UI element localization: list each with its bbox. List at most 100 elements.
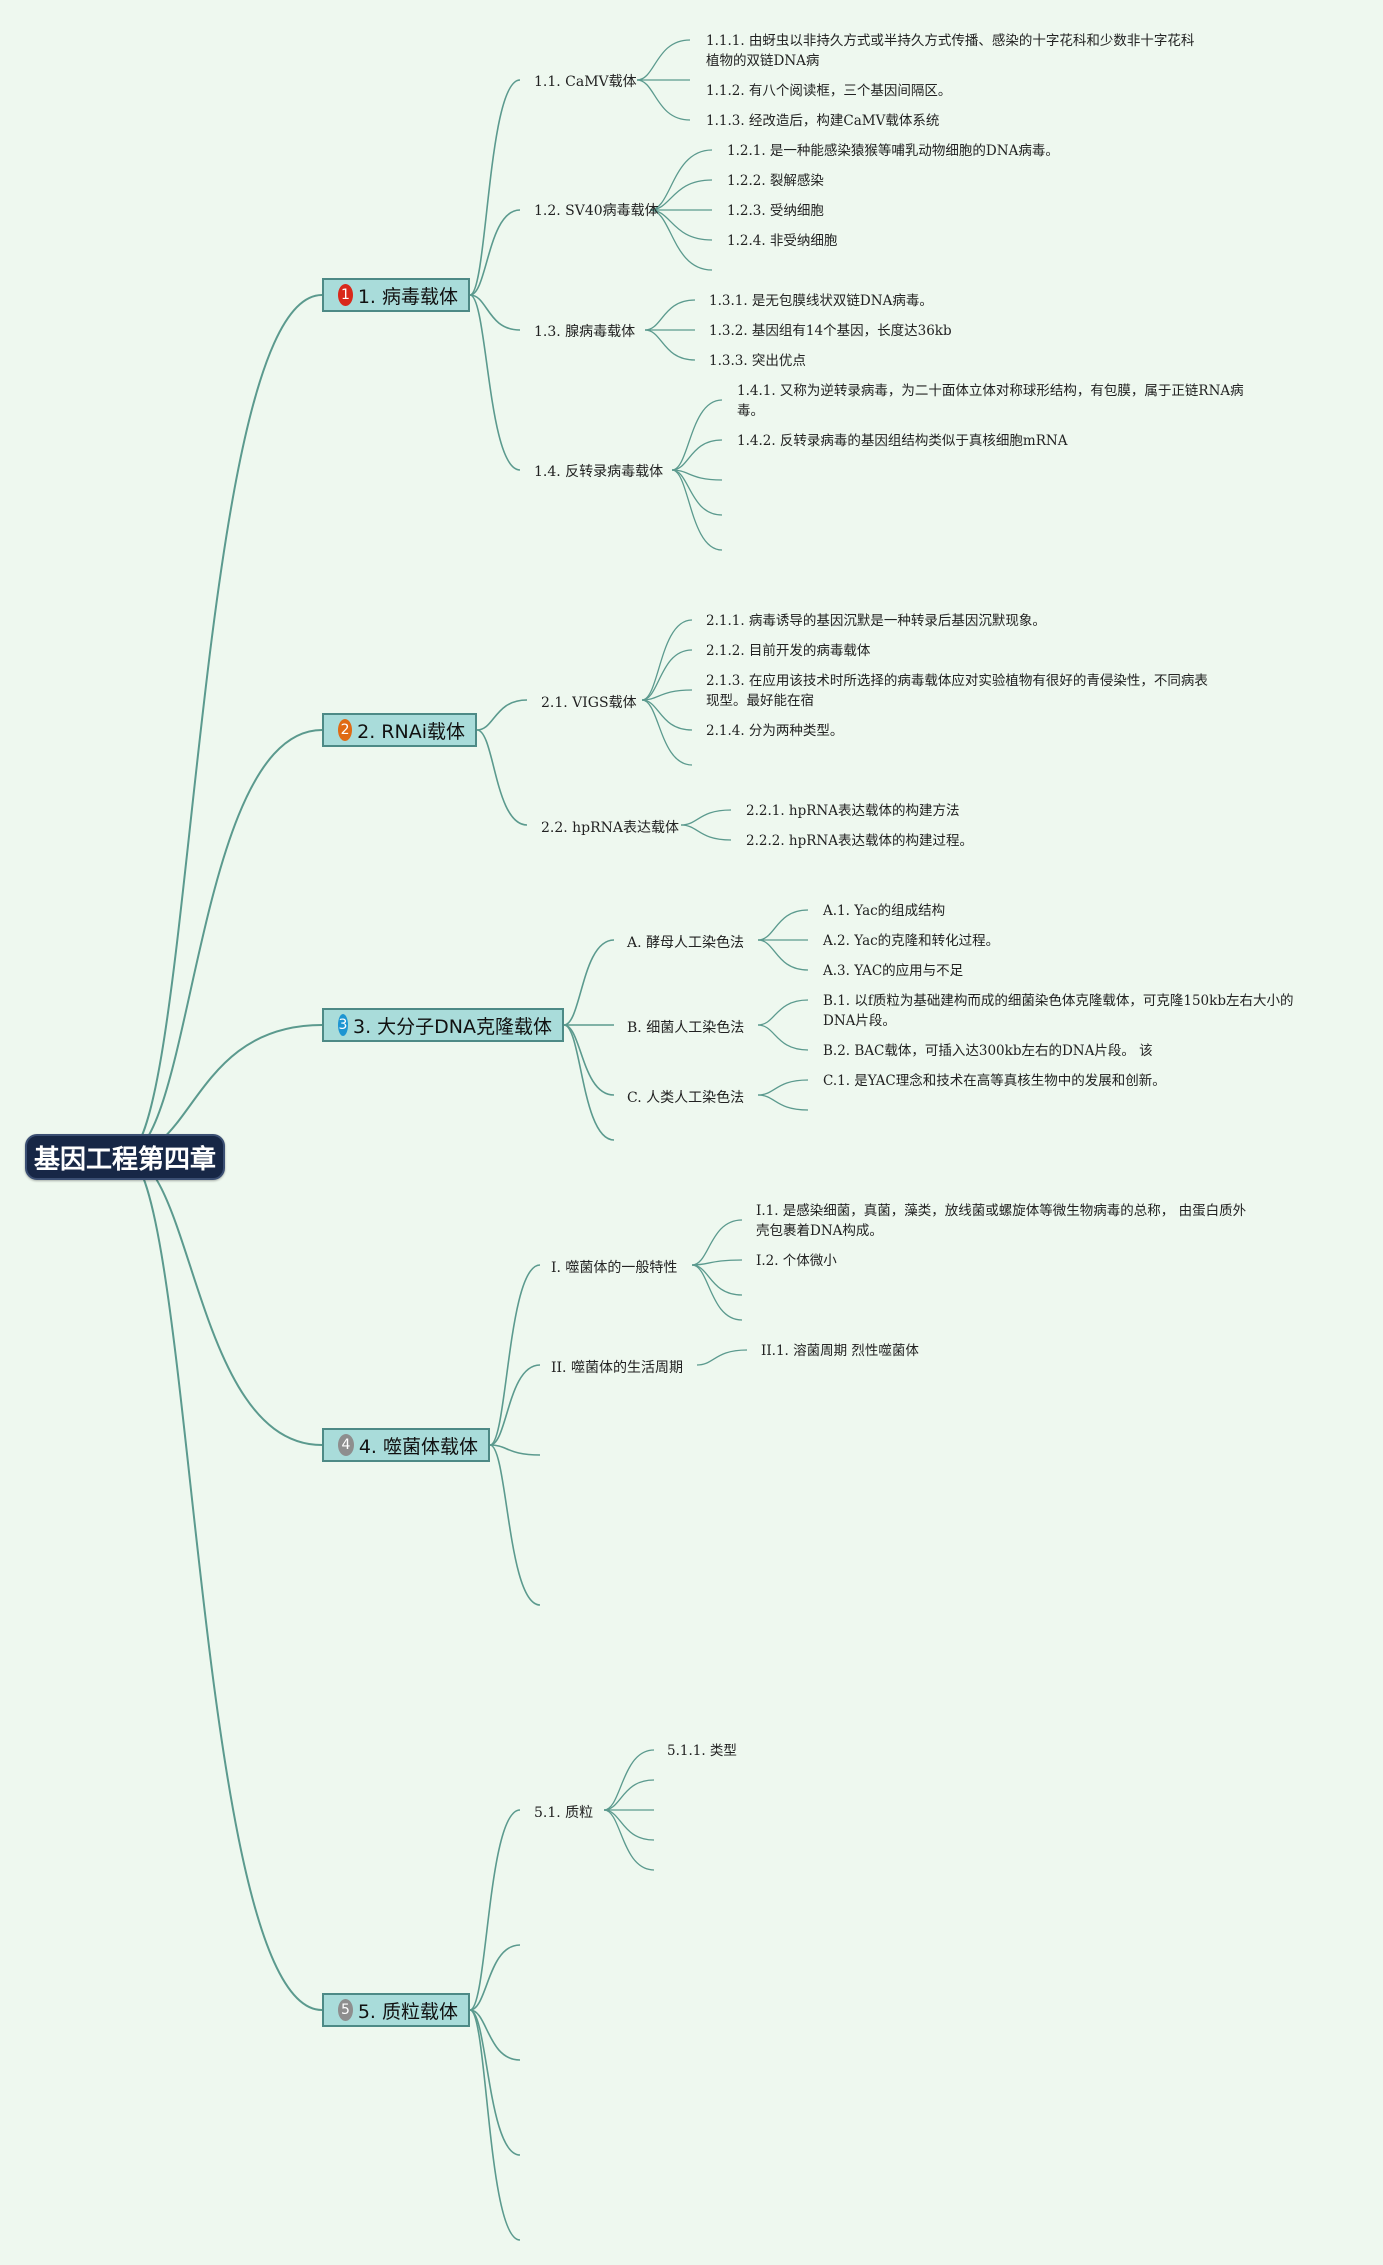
leaf-2-1-3[interactable]: 2.1.3. 在应用该技术时所选择的病毒载体应对实验植物有很好的青侵染性，不同病… xyxy=(706,673,1208,709)
connector-44 xyxy=(757,1094,809,1111)
branch-2-label: 2. RNAi载体 xyxy=(357,720,465,743)
leaf-2-1-1[interactable]: 2.1.1. 病毒诱导的基因沉默是一种转录后基因沉默现象。 xyxy=(706,613,1046,629)
connector-38 xyxy=(757,909,809,941)
connector-59 xyxy=(603,1749,655,1811)
connector-46 xyxy=(489,1364,541,1446)
topic-2-1[interactable]: 2.1. VIGS载体 xyxy=(541,695,637,711)
leaf-3-a-2[interactable]: A.2. Yac的克隆和转化过程。 xyxy=(823,933,1000,949)
topic-5-1[interactable]: 5.1. 质粒 xyxy=(534,1805,594,1821)
topic-2-2[interactable]: 2.2. hpRNA表达载体 xyxy=(541,820,680,836)
branch-3-topic[interactable]: 3 3. 大分子DNA克隆载体 xyxy=(322,1008,564,1042)
leaf-1-4-2[interactable]: 1.4.2. 反转录病毒的基因组结构类似于真核细胞mRNA xyxy=(737,433,1068,449)
connector-8 xyxy=(469,294,521,471)
leaf-1-2-3[interactable]: 1.2.3. 受纳细胞 xyxy=(727,203,824,219)
connector-3 xyxy=(124,1154,323,1446)
topic-4-i[interactable]: I. 噬菌体的一般特性 xyxy=(551,1260,678,1276)
connector-41 xyxy=(757,999,809,1026)
number-3-badge: 3 xyxy=(338,1014,348,1036)
leaf-3-a-1[interactable]: A.1. Yac的组成结构 xyxy=(823,903,946,919)
connector-23 xyxy=(671,469,723,516)
leaf-4-i-2[interactable]: I.2. 个体微小 xyxy=(756,1253,837,1269)
connector-42 xyxy=(757,1024,809,1051)
connector-50 xyxy=(691,1259,743,1266)
leaf-1-3-2[interactable]: 1.3.2. 基因组有14个基因，长度达36kb xyxy=(709,323,952,339)
branch-1-topic[interactable]: 1 1. 病毒载体 xyxy=(322,278,470,312)
connector-25 xyxy=(476,699,528,731)
connector-48 xyxy=(489,1444,541,1606)
topic-1-3[interactable]: 1.3. 腺病毒载体 xyxy=(534,324,636,340)
connector-54 xyxy=(469,1809,521,2011)
connector-49 xyxy=(691,1219,743,1266)
topic-1-4[interactable]: 1.4. 反转录病毒载体 xyxy=(534,464,664,480)
branch-5-topic[interactable]: 5 5. 质粒载体 xyxy=(322,1993,470,2027)
connector-32 xyxy=(680,809,732,826)
connector-58 xyxy=(469,2009,521,2241)
connector-47 xyxy=(489,1444,541,1456)
branch-3-label: 3. 大分子DNA克隆载体 xyxy=(352,1015,552,1038)
connector-33 xyxy=(680,824,732,841)
leaf-4-i-1[interactable]: I.1. 是感染细菌，真菌，藻类，放线菌或螺旋体等微生物病毒的总称， 由蛋白质外… xyxy=(756,1203,1247,1239)
leaf-1-3-3[interactable]: 1.3.3. 突出优点 xyxy=(709,353,806,369)
leaf-1-2-4[interactable]: 1.2.4. 非受纳细胞 xyxy=(727,233,838,249)
branch-4-label: 4. 噬菌体载体 xyxy=(358,1435,478,1458)
leaf-1-4-1[interactable]: 1.4.1. 又称为逆转录病毒，为二十面体立体对称球形结构，有包膜，属于正链RN… xyxy=(737,383,1244,419)
topic-3-a[interactable]: A. 酵母人工染色法 xyxy=(627,935,745,951)
leaf-2-2-1[interactable]: 2.2.1. hpRNA表达载体的构建方法 xyxy=(746,803,960,819)
connector-11 xyxy=(636,79,691,121)
connector-37 xyxy=(563,1024,615,1141)
connector-43 xyxy=(757,1079,809,1096)
connector-55 xyxy=(469,1944,521,2011)
connector-34 xyxy=(563,939,615,1026)
leaf-5-1-1[interactable]: 5.1.1. 类型 xyxy=(667,1743,737,1759)
topic-1-2[interactable]: 1.2. SV40病毒载体 xyxy=(534,203,659,219)
connector-40 xyxy=(757,939,809,971)
connector-21 xyxy=(671,439,723,471)
topic-3-b[interactable]: B. 细菌人工染色法 xyxy=(627,1020,745,1036)
leaf-1-1-2[interactable]: 1.1.2. 有八个阅读框，三个基因间隔区。 xyxy=(706,83,952,99)
connector-15 xyxy=(649,209,713,241)
leaf-1-1-3[interactable]: 1.1.3. 经改造后，构建CaMV载体系统 xyxy=(706,113,940,129)
connector-53 xyxy=(696,1349,748,1366)
leaf-1-1-1[interactable]: 1.1.1. 由蚜虫以非持久方式或半持久方式传播、感染的十字花科和少数非十字花科… xyxy=(706,33,1195,69)
root-topic[interactable]: 基因工程第四章 xyxy=(25,1134,225,1180)
connector-5 xyxy=(469,79,521,296)
leaf-2-1-2[interactable]: 2.1.2. 目前开发的病毒载体 xyxy=(706,643,871,659)
branch-2-topic[interactable]: 2 2. RNAi载体 xyxy=(322,713,477,747)
leaf-2-1-4[interactable]: 2.1.4. 分为两种类型。 xyxy=(706,723,844,739)
connector-31 xyxy=(641,699,693,766)
connector-1 xyxy=(124,729,323,1156)
connector-12 xyxy=(649,149,713,211)
connector-24 xyxy=(671,469,723,551)
number-2-badge: 2 xyxy=(338,719,353,741)
number-5-badge: 5 xyxy=(338,1999,353,2021)
connector-6 xyxy=(469,209,521,296)
connector-27 xyxy=(641,619,693,701)
leaf-3-a-3[interactable]: A.3. YAC的应用与不足 xyxy=(823,963,964,979)
connector-0 xyxy=(124,294,323,1156)
connector-26 xyxy=(476,729,528,826)
connector-45 xyxy=(489,1264,541,1446)
number-4-badge: 4 xyxy=(338,1434,354,1456)
branch-5-label: 5. 质粒载体 xyxy=(357,2000,458,2023)
leaf-2-2-2[interactable]: 2.2.2. hpRNA表达载体的构建过程。 xyxy=(746,833,973,849)
connector-57 xyxy=(469,2009,521,2156)
branch-1-label: 1. 病毒载体 xyxy=(357,285,458,308)
topic-1-1[interactable]: 1.1. CaMV载体 xyxy=(534,74,637,90)
topic-3-c[interactable]: C. 人类人工染色法 xyxy=(627,1090,745,1106)
leaf-4-ii-1[interactable]: II.1. 溶菌周期 烈性噬菌体 xyxy=(761,1343,919,1359)
connector-20 xyxy=(671,399,723,471)
connector-28 xyxy=(641,649,693,701)
topic-4-ii[interactable]: II. 噬菌体的生活周期 xyxy=(551,1360,683,1376)
leaf-3-b-2[interactable]: B.2. BAC载体，可插入达300kb左右的DNA片段。 该 xyxy=(823,1043,1153,1059)
leaf-3-b-1[interactable]: B.1. 以f质粒为基础建构而成的细菌染色体克隆载体，可克隆150kb左右大小的… xyxy=(823,993,1294,1029)
connector-29 xyxy=(641,689,693,701)
leaf-1-3-1[interactable]: 1.3.1. 是无包膜线状双链DNA病毒。 xyxy=(709,293,933,309)
leaf-1-2-2[interactable]: 1.2.2. 裂解感染 xyxy=(727,173,824,189)
branch-4-topic[interactable]: 4 4. 噬菌体载体 xyxy=(322,1428,490,1462)
leaf-3-c-1[interactable]: C.1. 是YAC理念和技术在高等真核生物中的发展和创新。 xyxy=(823,1073,1166,1089)
connector-13 xyxy=(649,179,713,211)
connector-63 xyxy=(603,1809,655,1871)
leaf-1-2-1[interactable]: 1.2.1. 是一种能感染猿猴等哺乳动物细胞的DNA病毒。 xyxy=(727,143,1059,159)
connector-56 xyxy=(469,2009,521,2061)
connector-52 xyxy=(691,1264,743,1321)
